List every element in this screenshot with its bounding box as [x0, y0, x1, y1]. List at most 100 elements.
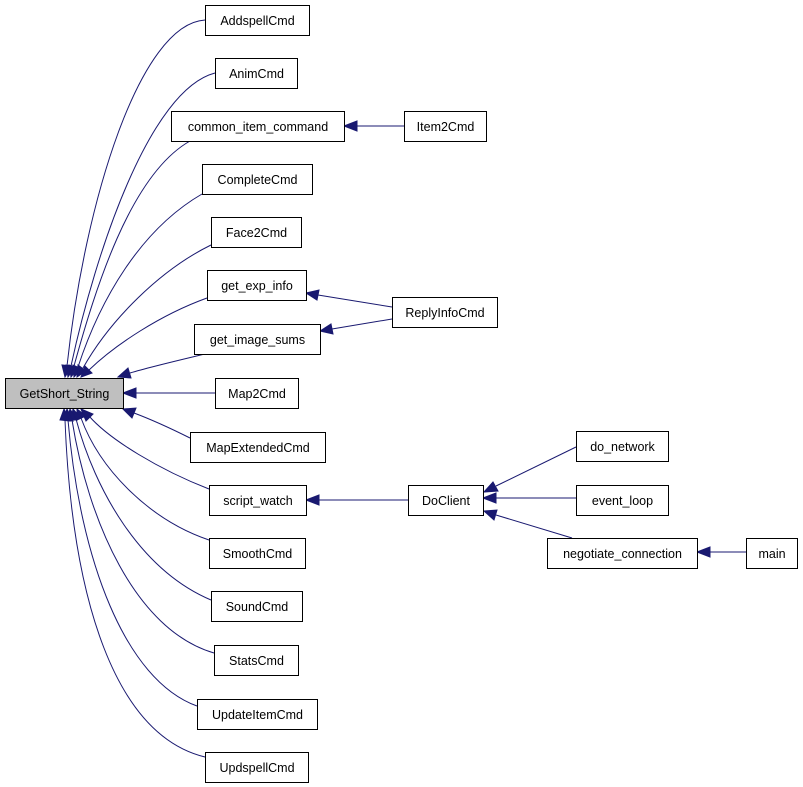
- node-main[interactable]: main: [746, 538, 798, 569]
- arrowhead-icon: [121, 387, 137, 399]
- node-addspell[interactable]: AddspellCmd: [205, 5, 310, 36]
- node-box[interactable]: [202, 164, 313, 195]
- node-box[interactable]: [215, 378, 299, 409]
- node-box[interactable]: [194, 324, 321, 355]
- node-getshort[interactable]: GetShort_String: [5, 378, 124, 409]
- node-doclient[interactable]: DoClient: [408, 485, 484, 516]
- node-box[interactable]: [214, 645, 299, 676]
- node-label: do_network: [590, 440, 655, 454]
- edge-line: [77, 193, 203, 368]
- node-donetwork[interactable]: do_network: [576, 431, 669, 462]
- edge-doclient-to-script: [304, 494, 408, 506]
- node-box[interactable]: [408, 485, 484, 516]
- edge-smooth-to-getshort: [76, 407, 210, 541]
- node-label: AddspellCmd: [220, 14, 294, 28]
- node-label: Face2Cmd: [226, 226, 287, 240]
- node-getimage[interactable]: get_image_sums: [194, 324, 321, 355]
- node-box[interactable]: [205, 752, 309, 783]
- arrowhead-icon: [342, 120, 358, 132]
- node-label: UpdateItemCmd: [212, 708, 303, 722]
- arrowhead-icon: [59, 407, 71, 422]
- node-complete[interactable]: CompleteCmd: [202, 164, 313, 195]
- edge-line: [70, 72, 216, 367]
- arrowhead-icon: [116, 367, 132, 379]
- node-box[interactable]: [209, 485, 307, 516]
- arrowhead-icon: [304, 494, 320, 506]
- node-label: SoundCmd: [226, 600, 289, 614]
- node-box[interactable]: [5, 378, 124, 409]
- node-stats[interactable]: StatsCmd: [214, 645, 299, 676]
- edge-line: [64, 419, 206, 758]
- node-box[interactable]: [207, 270, 307, 301]
- arrowhead-icon: [481, 492, 497, 504]
- node-replyinfo[interactable]: ReplyInfoCmd: [392, 297, 498, 328]
- node-sound[interactable]: SoundCmd: [211, 591, 303, 622]
- node-box[interactable]: [392, 297, 498, 328]
- arrowhead-icon: [695, 546, 711, 558]
- node-box[interactable]: [171, 111, 345, 142]
- node-face2[interactable]: Face2Cmd: [211, 217, 302, 248]
- node-script[interactable]: script_watch: [209, 485, 307, 516]
- node-eventloop[interactable]: event_loop: [576, 485, 669, 516]
- edges-layer: [59, 19, 746, 758]
- node-negotiate[interactable]: negotiate_connection: [547, 538, 698, 569]
- node-box[interactable]: [576, 485, 669, 516]
- node-label: get_image_sums: [210, 333, 305, 347]
- node-label: common_item_command: [188, 120, 328, 134]
- node-box[interactable]: [209, 538, 306, 569]
- node-label: UpdspellCmd: [219, 761, 294, 775]
- edge-line: [133, 412, 191, 439]
- arrowhead-icon: [80, 365, 93, 378]
- node-box[interactable]: [215, 58, 298, 89]
- node-label: event_loop: [592, 494, 653, 508]
- edge-updateitem-to-getshort: [62, 407, 198, 707]
- node-box[interactable]: [211, 591, 303, 622]
- arrowhead-icon: [318, 323, 334, 335]
- edge-replyinfo-to-getimage: [318, 318, 393, 335]
- edge-line: [88, 415, 210, 490]
- node-updspell[interactable]: UpdspellCmd: [205, 752, 309, 783]
- edge-main-to-negotiate: [695, 546, 746, 558]
- edge-line: [73, 140, 191, 367]
- edge-replyinfo-to-getexp: [304, 289, 393, 308]
- edge-item2-to-common: [342, 120, 404, 132]
- edge-map2-to-getshort: [121, 387, 215, 399]
- edge-line: [129, 353, 206, 374]
- arrowhead-icon: [482, 481, 499, 493]
- edge-line: [88, 297, 208, 371]
- node-anim[interactable]: AnimCmd: [215, 58, 298, 89]
- node-box[interactable]: [576, 431, 669, 462]
- node-box[interactable]: [197, 699, 318, 730]
- node-item2[interactable]: Item2Cmd: [404, 111, 487, 142]
- node-label: MapExtendedCmd: [206, 441, 310, 455]
- node-label: GetShort_String: [20, 387, 110, 401]
- arrowhead-icon: [121, 407, 137, 419]
- edge-line: [331, 318, 393, 330]
- node-box[interactable]: [205, 5, 310, 36]
- node-label: DoClient: [422, 494, 470, 508]
- node-box[interactable]: [211, 217, 302, 248]
- node-box[interactable]: [746, 538, 798, 569]
- edge-line: [66, 19, 206, 367]
- node-smooth[interactable]: SmoothCmd: [209, 538, 306, 569]
- node-box[interactable]: [404, 111, 487, 142]
- node-common[interactable]: common_item_command: [171, 111, 345, 142]
- arrowhead-icon: [482, 509, 498, 521]
- node-getexp[interactable]: get_exp_info: [207, 270, 307, 301]
- node-label: Item2Cmd: [417, 120, 475, 134]
- node-box[interactable]: [547, 538, 698, 569]
- node-updateitem[interactable]: UpdateItemCmd: [197, 699, 318, 730]
- node-mapext[interactable]: MapExtendedCmd: [190, 432, 326, 463]
- node-box[interactable]: [190, 432, 326, 463]
- edge-addspell-to-getshort: [61, 19, 206, 379]
- edge-face2-to-getshort: [76, 244, 212, 378]
- edge-updspell-to-getshort: [59, 407, 206, 758]
- arrowhead-icon: [76, 364, 87, 378]
- edge-getimage-to-getshort: [116, 353, 206, 379]
- edge-donetwork-to-doclient: [482, 446, 577, 493]
- edge-line: [317, 294, 393, 308]
- node-map2[interactable]: Map2Cmd: [215, 378, 299, 409]
- node-label: get_exp_info: [221, 279, 293, 293]
